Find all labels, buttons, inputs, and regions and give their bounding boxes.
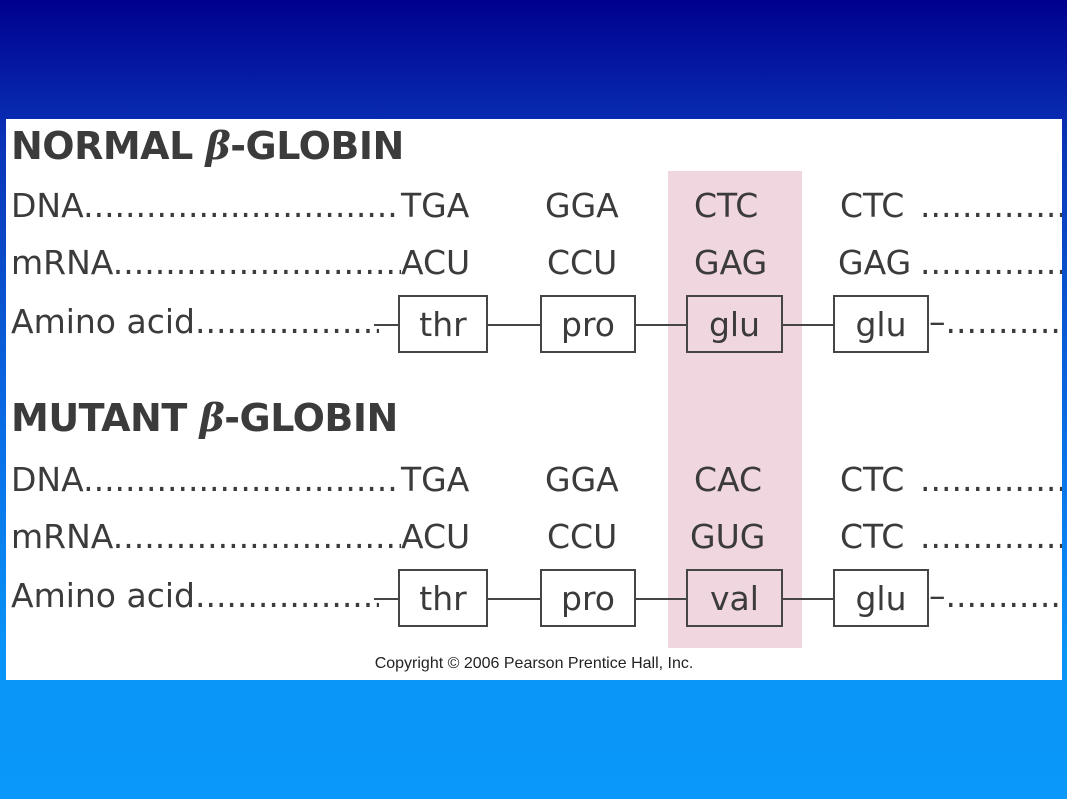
normal-amino-box-4: glu	[833, 295, 929, 353]
normal-amino-trail: –...............................	[929, 302, 1062, 341]
normal-amino-acid-3: glu	[708, 304, 761, 344]
mutant-amino-box-1: thr	[398, 569, 488, 627]
normal-bond-1	[488, 324, 540, 326]
normal-amino-box-3: glu	[686, 295, 783, 353]
mutant-bond-0	[374, 598, 398, 600]
copyright-notice: Copyright © 2006 Pearson Prentice Hall, …	[374, 655, 694, 672]
mutant-amino-trail: –...............................	[929, 576, 1062, 615]
mutant-dna-label: DNA.....................................…	[11, 460, 401, 499]
normal-dna-codon-3: CTC	[694, 186, 759, 225]
mutant-amino-label: Amino acid..............................…	[11, 576, 379, 615]
normal-bond-2	[636, 324, 686, 326]
mutant-dna-trail: ...............................	[920, 460, 1062, 499]
normal-bond-0	[374, 324, 398, 326]
normal-amino-acid-4: glu	[855, 304, 907, 344]
mutant-mrna-codon-1: ACU	[401, 517, 471, 556]
normal-dna-codon-4: CTC	[840, 186, 905, 225]
normal-amino-acid-1: thr	[419, 304, 467, 344]
mutant-amino-acid-2: pro	[561, 578, 615, 618]
mutant-dna-codon-3: CAC	[694, 460, 763, 499]
normal-dna-codon-1: TGA	[401, 186, 470, 225]
mutant-bond-3	[783, 598, 833, 600]
normal-dna-label: DNA.....................................…	[11, 186, 401, 225]
normal-bond-3	[783, 324, 833, 326]
mutant-dna-codon-2: GGA	[545, 460, 619, 499]
mutant-title-prefix: MUTANT	[11, 396, 200, 440]
mutant-bond-1	[488, 598, 540, 600]
mutant-dna-codon-4: CTC	[840, 460, 905, 499]
normal-title-suffix: -GLOBIN	[230, 124, 404, 168]
mutant-amino-box-4: glu	[833, 569, 929, 627]
mutant-dna-codon-1: TGA	[401, 460, 470, 499]
normal-amino-box-1: thr	[398, 295, 488, 353]
mutant-amino-acid-3: val	[710, 578, 759, 618]
mutant-beta-symbol: β	[199, 395, 225, 440]
slide-panel: NORMAL β-GLOBIN DNA.....................…	[6, 119, 1062, 680]
normal-amino-box-2: pro	[540, 295, 636, 353]
mutant-bond-2	[636, 598, 686, 600]
normal-mrna-codon-4: GAG	[838, 243, 912, 282]
normal-beta-symbol: β	[205, 123, 231, 168]
mutant-mrna-label: mRNA....................................…	[11, 517, 401, 556]
normal-mrna-trail: ...............................	[920, 243, 1062, 282]
mutant-amino-acid-1: thr	[419, 578, 467, 618]
mutant-title-suffix: -GLOBIN	[224, 396, 398, 440]
mutant-mrna-codon-2: CCU	[547, 517, 618, 556]
mutant-section-title: MUTANT β-GLOBIN	[11, 395, 398, 440]
mutant-amino-box-2: pro	[540, 569, 636, 627]
normal-title-prefix: NORMAL	[11, 124, 206, 168]
normal-mrna-codon-1: ACU	[401, 243, 471, 282]
normal-amino-label: Amino acid..............................…	[11, 302, 379, 341]
mutant-amino-box-3: val	[686, 569, 783, 627]
normal-dna-codon-2: GGA	[545, 186, 619, 225]
mutant-mrna-codon-4: CTC	[840, 517, 905, 556]
mutant-mrna-trail: ...............................	[920, 517, 1062, 556]
normal-amino-acid-2: pro	[561, 304, 615, 344]
mutant-amino-acid-4: glu	[855, 578, 907, 618]
mutation-highlight-band	[668, 171, 802, 648]
normal-mrna-codon-3: GAG	[694, 243, 768, 282]
normal-section-title: NORMAL β-GLOBIN	[11, 123, 404, 168]
normal-mrna-label: mRNA....................................…	[11, 243, 401, 282]
normal-mrna-codon-2: CCU	[547, 243, 618, 282]
mutant-mrna-codon-3: GUG	[690, 517, 766, 556]
normal-dna-trail: ...............................	[920, 186, 1062, 225]
